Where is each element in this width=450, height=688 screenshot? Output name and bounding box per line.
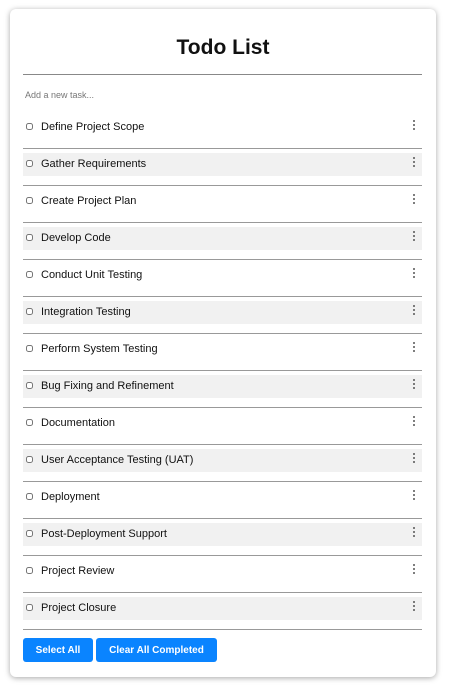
task-item: User Acceptance Testing (UAT)	[23, 445, 422, 482]
item-divider	[23, 629, 422, 630]
task-item: Conduct Unit Testing	[23, 260, 422, 297]
task-label: Project Review	[41, 565, 115, 577]
kebab-menu-icon[interactable]	[410, 564, 418, 576]
kebab-menu-icon[interactable]	[410, 416, 418, 428]
title-divider	[23, 74, 422, 75]
kebab-menu-icon[interactable]	[410, 268, 418, 280]
new-task-input[interactable]	[23, 86, 424, 104]
task-item: Define Project Scope	[23, 112, 422, 149]
kebab-menu-icon[interactable]	[410, 379, 418, 391]
item-divider	[23, 481, 422, 482]
task-label: Develop Code	[41, 232, 111, 244]
page-title: Todo List	[176, 36, 270, 59]
task-checkbox[interactable]	[26, 604, 33, 611]
task-label: Post-Deployment Support	[41, 528, 167, 540]
task-checkbox[interactable]	[26, 271, 33, 278]
item-divider	[23, 444, 422, 445]
kebab-menu-icon[interactable]	[410, 453, 418, 465]
item-divider	[23, 148, 422, 149]
task-checkbox[interactable]	[26, 493, 33, 500]
kebab-menu-icon[interactable]	[410, 527, 418, 539]
task-checkbox[interactable]	[26, 382, 33, 389]
task-label: User Acceptance Testing (UAT)	[41, 454, 194, 466]
kebab-menu-icon[interactable]	[410, 342, 418, 354]
select-all-button[interactable]: Select All	[23, 638, 93, 662]
task-label: Project Closure	[41, 602, 117, 614]
task-label: Gather Requirements	[41, 158, 147, 170]
item-divider	[23, 259, 422, 260]
task-item: Develop Code	[23, 223, 422, 260]
task-item: Deployment	[23, 482, 422, 519]
item-divider	[23, 518, 422, 519]
task-item: Project Review	[23, 556, 422, 593]
task-label: Create Project Plan	[41, 195, 137, 207]
item-divider	[23, 592, 422, 593]
kebab-menu-icon[interactable]	[410, 305, 418, 317]
task-item: Post-Deployment Support	[23, 519, 422, 556]
todo-card: Todo List Define Project Scope Gather Re…	[10, 9, 436, 677]
task-item: Bug Fixing and Refinement	[23, 371, 422, 408]
kebab-menu-icon[interactable]	[410, 120, 418, 132]
item-divider	[23, 555, 422, 556]
task-checkbox[interactable]	[26, 123, 33, 130]
task-checkbox[interactable]	[26, 197, 33, 204]
task-checkbox[interactable]	[26, 160, 33, 167]
task-label: Conduct Unit Testing	[41, 269, 143, 281]
clear-completed-button[interactable]: Clear All Completed	[96, 638, 217, 662]
task-checkbox[interactable]	[26, 419, 33, 426]
item-divider	[23, 333, 422, 334]
task-list: Define Project Scope Gather Requirements…	[23, 112, 422, 630]
task-label: Deployment	[41, 491, 100, 503]
task-item: Perform System Testing	[23, 334, 422, 371]
task-checkbox[interactable]	[26, 567, 33, 574]
item-divider	[23, 407, 422, 408]
task-checkbox[interactable]	[26, 456, 33, 463]
task-item: Gather Requirements	[23, 149, 422, 186]
task-checkbox[interactable]	[26, 234, 33, 241]
item-divider	[23, 222, 422, 223]
task-label: Perform System Testing	[41, 343, 158, 355]
kebab-menu-icon[interactable]	[410, 231, 418, 243]
task-label: Bug Fixing and Refinement	[41, 380, 174, 392]
kebab-menu-icon[interactable]	[410, 157, 418, 169]
task-checkbox[interactable]	[26, 345, 33, 352]
task-checkbox[interactable]	[26, 530, 33, 537]
kebab-menu-icon[interactable]	[410, 490, 418, 502]
item-divider	[23, 296, 422, 297]
task-item: Documentation	[23, 408, 422, 445]
task-item: Create Project Plan	[23, 186, 422, 223]
kebab-menu-icon[interactable]	[410, 194, 418, 206]
task-label: Define Project Scope	[41, 121, 145, 133]
item-divider	[23, 370, 422, 371]
task-item: Integration Testing	[23, 297, 422, 334]
kebab-menu-icon[interactable]	[410, 601, 418, 613]
item-divider	[23, 185, 422, 186]
task-label: Documentation	[41, 417, 115, 429]
task-item: Project Closure	[23, 593, 422, 630]
task-label: Integration Testing	[41, 306, 131, 318]
task-checkbox[interactable]	[26, 308, 33, 315]
